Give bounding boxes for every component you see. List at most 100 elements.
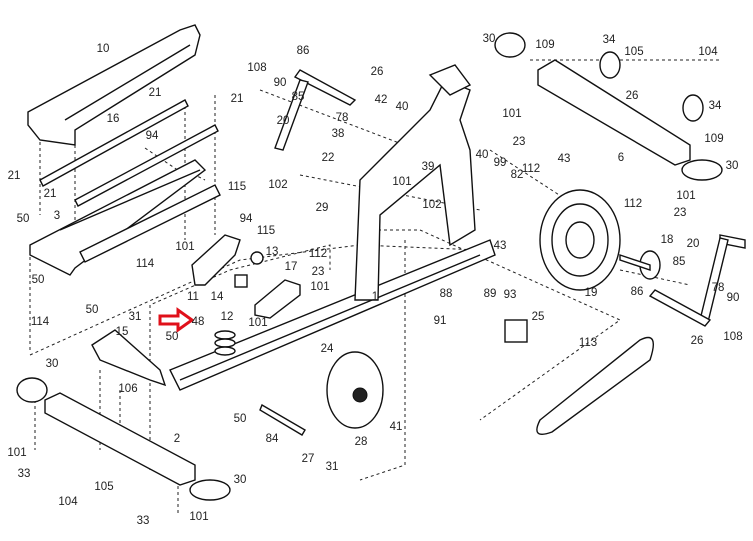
part-label-34: 34 — [603, 34, 616, 46]
part-label-29: 29 — [316, 202, 329, 214]
part-label-108: 108 — [723, 331, 742, 343]
part-label-23: 23 — [513, 136, 526, 148]
part-label-30: 30 — [234, 474, 247, 486]
part-label-93: 93 — [504, 289, 517, 301]
part-48-spring — [214, 330, 236, 356]
part-label-115: 115 — [257, 225, 275, 237]
part-label-109: 109 — [704, 133, 723, 145]
upright-column — [354, 64, 476, 301]
part-6-rear-stabilizer — [537, 59, 691, 166]
part-label-30: 30 — [726, 160, 739, 172]
part-19-flywheel — [539, 189, 621, 291]
part-label-31: 31 — [129, 311, 142, 323]
part-label-2: 2 — [174, 433, 180, 445]
part-label-3: 3 — [54, 210, 60, 222]
part-label-101: 101 — [189, 511, 208, 523]
part-label-50: 50 — [32, 274, 45, 286]
part-20-pedal-arm — [274, 69, 746, 327]
part-label-99: 99 — [494, 157, 507, 169]
part-label-88: 88 — [440, 288, 453, 300]
part-label-50: 50 — [234, 413, 247, 425]
part-label-94: 94 — [146, 130, 159, 142]
part-label-105: 105 — [94, 481, 113, 493]
part-label-10: 10 — [97, 43, 110, 55]
part-label-23: 23 — [312, 266, 325, 278]
part-18-crank — [619, 250, 661, 280]
part-label-25: 25 — [532, 311, 545, 323]
part-1-base-frame — [169, 239, 496, 391]
part-15-cover — [91, 329, 167, 387]
part-label-21: 21 — [231, 93, 244, 105]
part-label-42: 42 — [375, 94, 388, 106]
part-label-18: 18 — [661, 234, 674, 246]
part-label-24: 24 — [321, 343, 334, 355]
part-label-43: 43 — [494, 240, 507, 252]
part-label-21: 21 — [44, 188, 57, 200]
part-label-104: 104 — [698, 46, 718, 58]
part-label-33: 33 — [137, 515, 150, 527]
part-label-40: 40 — [476, 149, 489, 161]
part-3-frame — [29, 159, 221, 276]
part-11-bracket — [191, 234, 241, 286]
part-label-105: 105 — [624, 46, 643, 58]
part-label-13: 13 — [266, 246, 279, 258]
part-label-101: 101 — [392, 176, 411, 188]
part-label-20: 20 — [687, 238, 700, 250]
part-label-114: 114 — [136, 258, 155, 270]
part-34-wheel — [599, 51, 704, 122]
part-label-19: 19 — [585, 287, 598, 299]
part-label-50: 50 — [86, 304, 99, 316]
part-label-20: 20 — [277, 115, 290, 127]
part-label-101: 101 — [175, 241, 194, 253]
part-label-106: 106 — [118, 383, 137, 395]
part-label-21: 21 — [8, 170, 21, 182]
part-16-rod — [39, 99, 219, 207]
part-label-78: 78 — [712, 282, 725, 294]
part-label-50: 50 — [166, 331, 179, 343]
part-label-30: 30 — [483, 33, 496, 45]
part-label-94: 94 — [240, 213, 253, 225]
part-label-102: 102 — [422, 199, 441, 211]
part-label-101: 101 — [248, 317, 267, 329]
part-label-91: 91 — [434, 315, 447, 327]
part-label-27: 27 — [302, 453, 315, 465]
part-label-85: 85 — [292, 91, 305, 103]
part-label-114: 114 — [31, 316, 50, 328]
part-label-22: 22 — [322, 152, 335, 164]
part-label-82: 82 — [511, 169, 524, 181]
highlight-arrow-icon — [158, 307, 195, 333]
part-label-104: 104 — [58, 496, 78, 508]
part-label-30: 30 — [46, 358, 59, 370]
part-2-stabilizer — [44, 392, 196, 486]
part-label-16: 16 — [107, 113, 120, 125]
part-label-109: 109 — [535, 39, 554, 51]
part-label-101: 101 — [676, 190, 695, 202]
part-label-84: 84 — [266, 433, 279, 445]
part-113-belt — [536, 336, 654, 435]
part-label-21: 21 — [149, 87, 162, 99]
part-28-pulley — [326, 351, 384, 429]
part-label-11: 11 — [187, 291, 199, 303]
part-label-86: 86 — [631, 286, 644, 298]
part-label-112: 112 — [309, 248, 327, 260]
part-label-115: 115 — [228, 181, 246, 193]
part-label-90: 90 — [727, 292, 740, 304]
part-label-90: 90 — [274, 77, 287, 89]
part-label-33: 33 — [18, 468, 31, 480]
part-label-102: 102 — [268, 179, 287, 191]
part-label-108: 108 — [247, 62, 266, 74]
part-label-12: 12 — [221, 311, 234, 323]
part-label-112: 112 — [624, 198, 642, 210]
part-label-40: 40 — [396, 101, 409, 113]
part-label-43: 43 — [558, 153, 571, 165]
part-label-113: 113 — [579, 337, 597, 349]
part-label-112: 112 — [522, 163, 540, 175]
part-25-bracket — [504, 319, 528, 343]
part-12-handle — [254, 279, 301, 319]
part-label-23: 23 — [674, 207, 687, 219]
part-label-41: 41 — [390, 421, 403, 433]
part-label-48: 48 — [192, 316, 205, 328]
part-label-101: 101 — [7, 447, 26, 459]
